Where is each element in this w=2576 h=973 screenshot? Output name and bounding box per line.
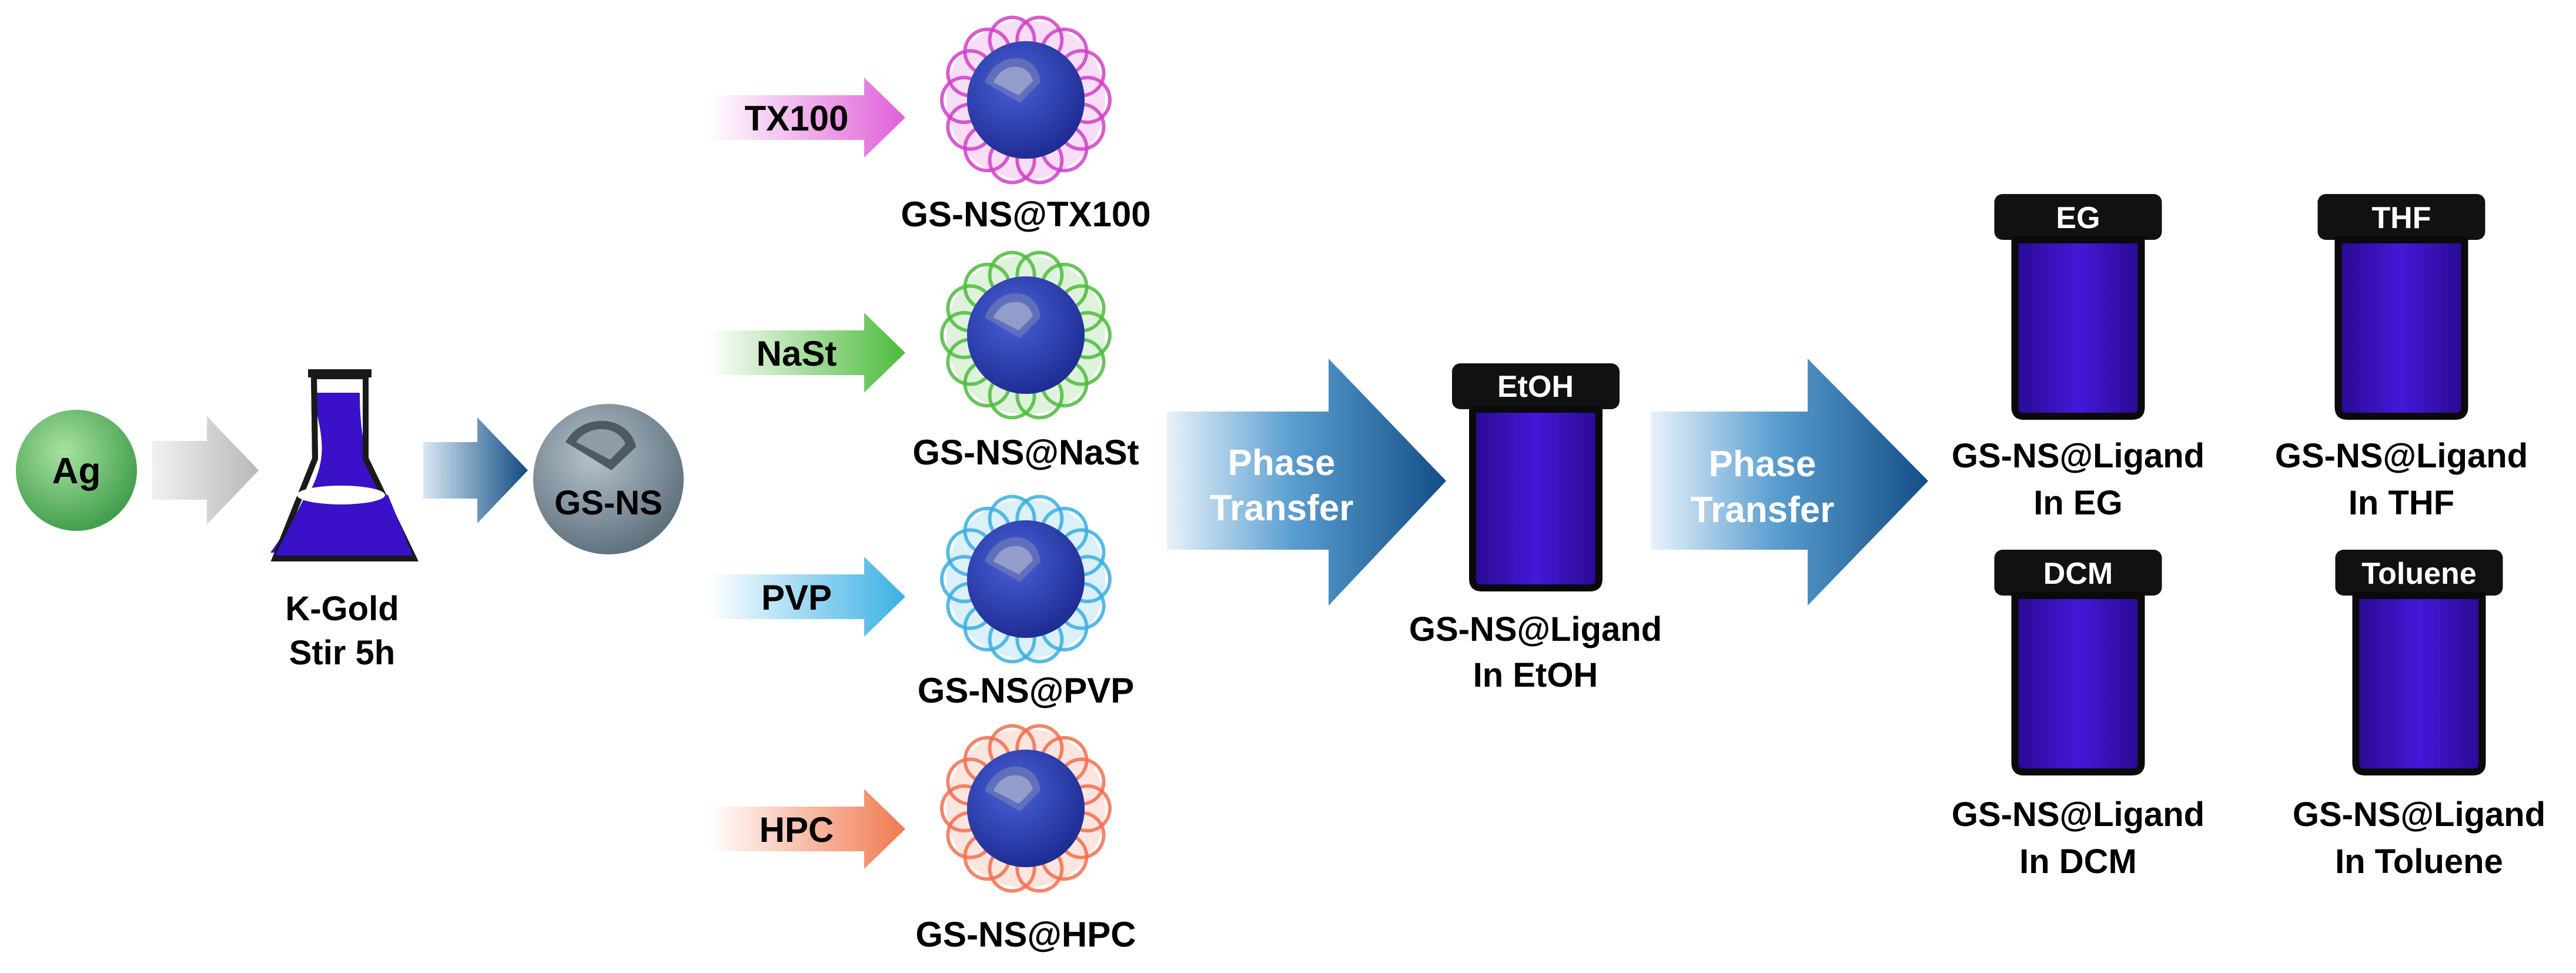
phase-transfer-2-line1: Phase [1709, 444, 1816, 484]
gs-ns-core: GS-NS [533, 404, 684, 554]
vial-label-line1: GS-NS@Ligand [2293, 795, 2545, 834]
ligand-name: HPC [760, 810, 834, 850]
core-label: GS-NS [554, 484, 663, 522]
coated-nanoparticle [940, 250, 1112, 420]
vial-label-line2: In Toluene [2335, 842, 2503, 881]
phase-transfer-arrow-2: Phase Transfer [1651, 359, 1928, 606]
erlenmeyer-flask [270, 369, 419, 561]
vial-body [2352, 592, 2486, 775]
solvent-vial-thf: THF GS-NS@Ligand In THF [2275, 194, 2528, 522]
product-label: GS-NS@PVP [918, 671, 1135, 710]
vial-cap-label: DCM [2043, 557, 2113, 591]
ligand-arrow [708, 313, 905, 393]
phase-transfer-1-line2: Transfer [1210, 488, 1354, 529]
etoh-label-line2: In EtOH [1473, 656, 1598, 694]
flask-label-line1: K-Gold [285, 590, 399, 628]
vial-label-line2: In EG [2033, 484, 2122, 522]
grey-arrow [152, 416, 259, 524]
vial-label-line1: GS-NS@Ligand [1952, 795, 2204, 834]
vial-label-line1: GS-NS@Ligand [1952, 437, 2204, 475]
phase-transfer-1-line1: Phase [1228, 443, 1336, 483]
product-label: GS-NS@NaSt [912, 433, 1139, 472]
blue-arrow-small [423, 417, 528, 523]
etoh-vial: EtOH [1452, 363, 1620, 591]
vial-label-line2: In DCM [2019, 842, 2137, 881]
solvent-vial-dcm: DCM GS-NS@Ligand In DCM [1952, 550, 2204, 881]
coated-nanoparticle [940, 724, 1112, 893]
ag-label: Ag [52, 451, 101, 491]
ligand-arrow [708, 789, 905, 869]
ligand-arrow [708, 557, 905, 637]
ligand-row-pvp: PVP GS-NS@PVP [708, 494, 1135, 710]
flask-label-line2: Stir 5h [289, 634, 396, 672]
phase-transfer-2-line2: Transfer [1691, 490, 1835, 530]
coated-nanoparticle [940, 15, 1112, 185]
ligand-name: NaSt [757, 334, 837, 373]
etoh-label-line1: GS-NS@Ligand [1409, 610, 1662, 648]
vial-cap-label: THF [2371, 201, 2431, 235]
vial-body [2011, 236, 2145, 420]
ag-sphere: Ag [16, 410, 137, 531]
product-label: GS-NS@TX100 [901, 195, 1150, 234]
vial-cap-label: EG [2056, 201, 2100, 235]
solvent-vial-eg: EG GS-NS@Ligand In EG [1952, 194, 2204, 522]
etoh-cap-label: EtOH [1497, 370, 1574, 404]
vial-body [2334, 236, 2468, 420]
ligand-row-hpc: HPC GS-NS@HPC [708, 724, 1136, 954]
ligand-name: TX100 [745, 99, 849, 138]
vial-label-line2: In THF [2348, 484, 2454, 522]
ligand-arrow [708, 78, 905, 158]
vial-body [2011, 592, 2145, 775]
coated-nanoparticle [940, 494, 1112, 664]
ligand-name: PVP [761, 578, 832, 617]
vial-label-line1: GS-NS@Ligand [2275, 437, 2528, 475]
phase-transfer-arrow-1: Phase Transfer [1167, 359, 1446, 606]
vial-cap-label: Toluene [2361, 557, 2476, 591]
solvent-vials: EG GS-NS@Ligand In EG THF GS-NS@Ligand In THF… [1952, 194, 2545, 881]
product-label: GS-NS@HPC [915, 915, 1136, 954]
